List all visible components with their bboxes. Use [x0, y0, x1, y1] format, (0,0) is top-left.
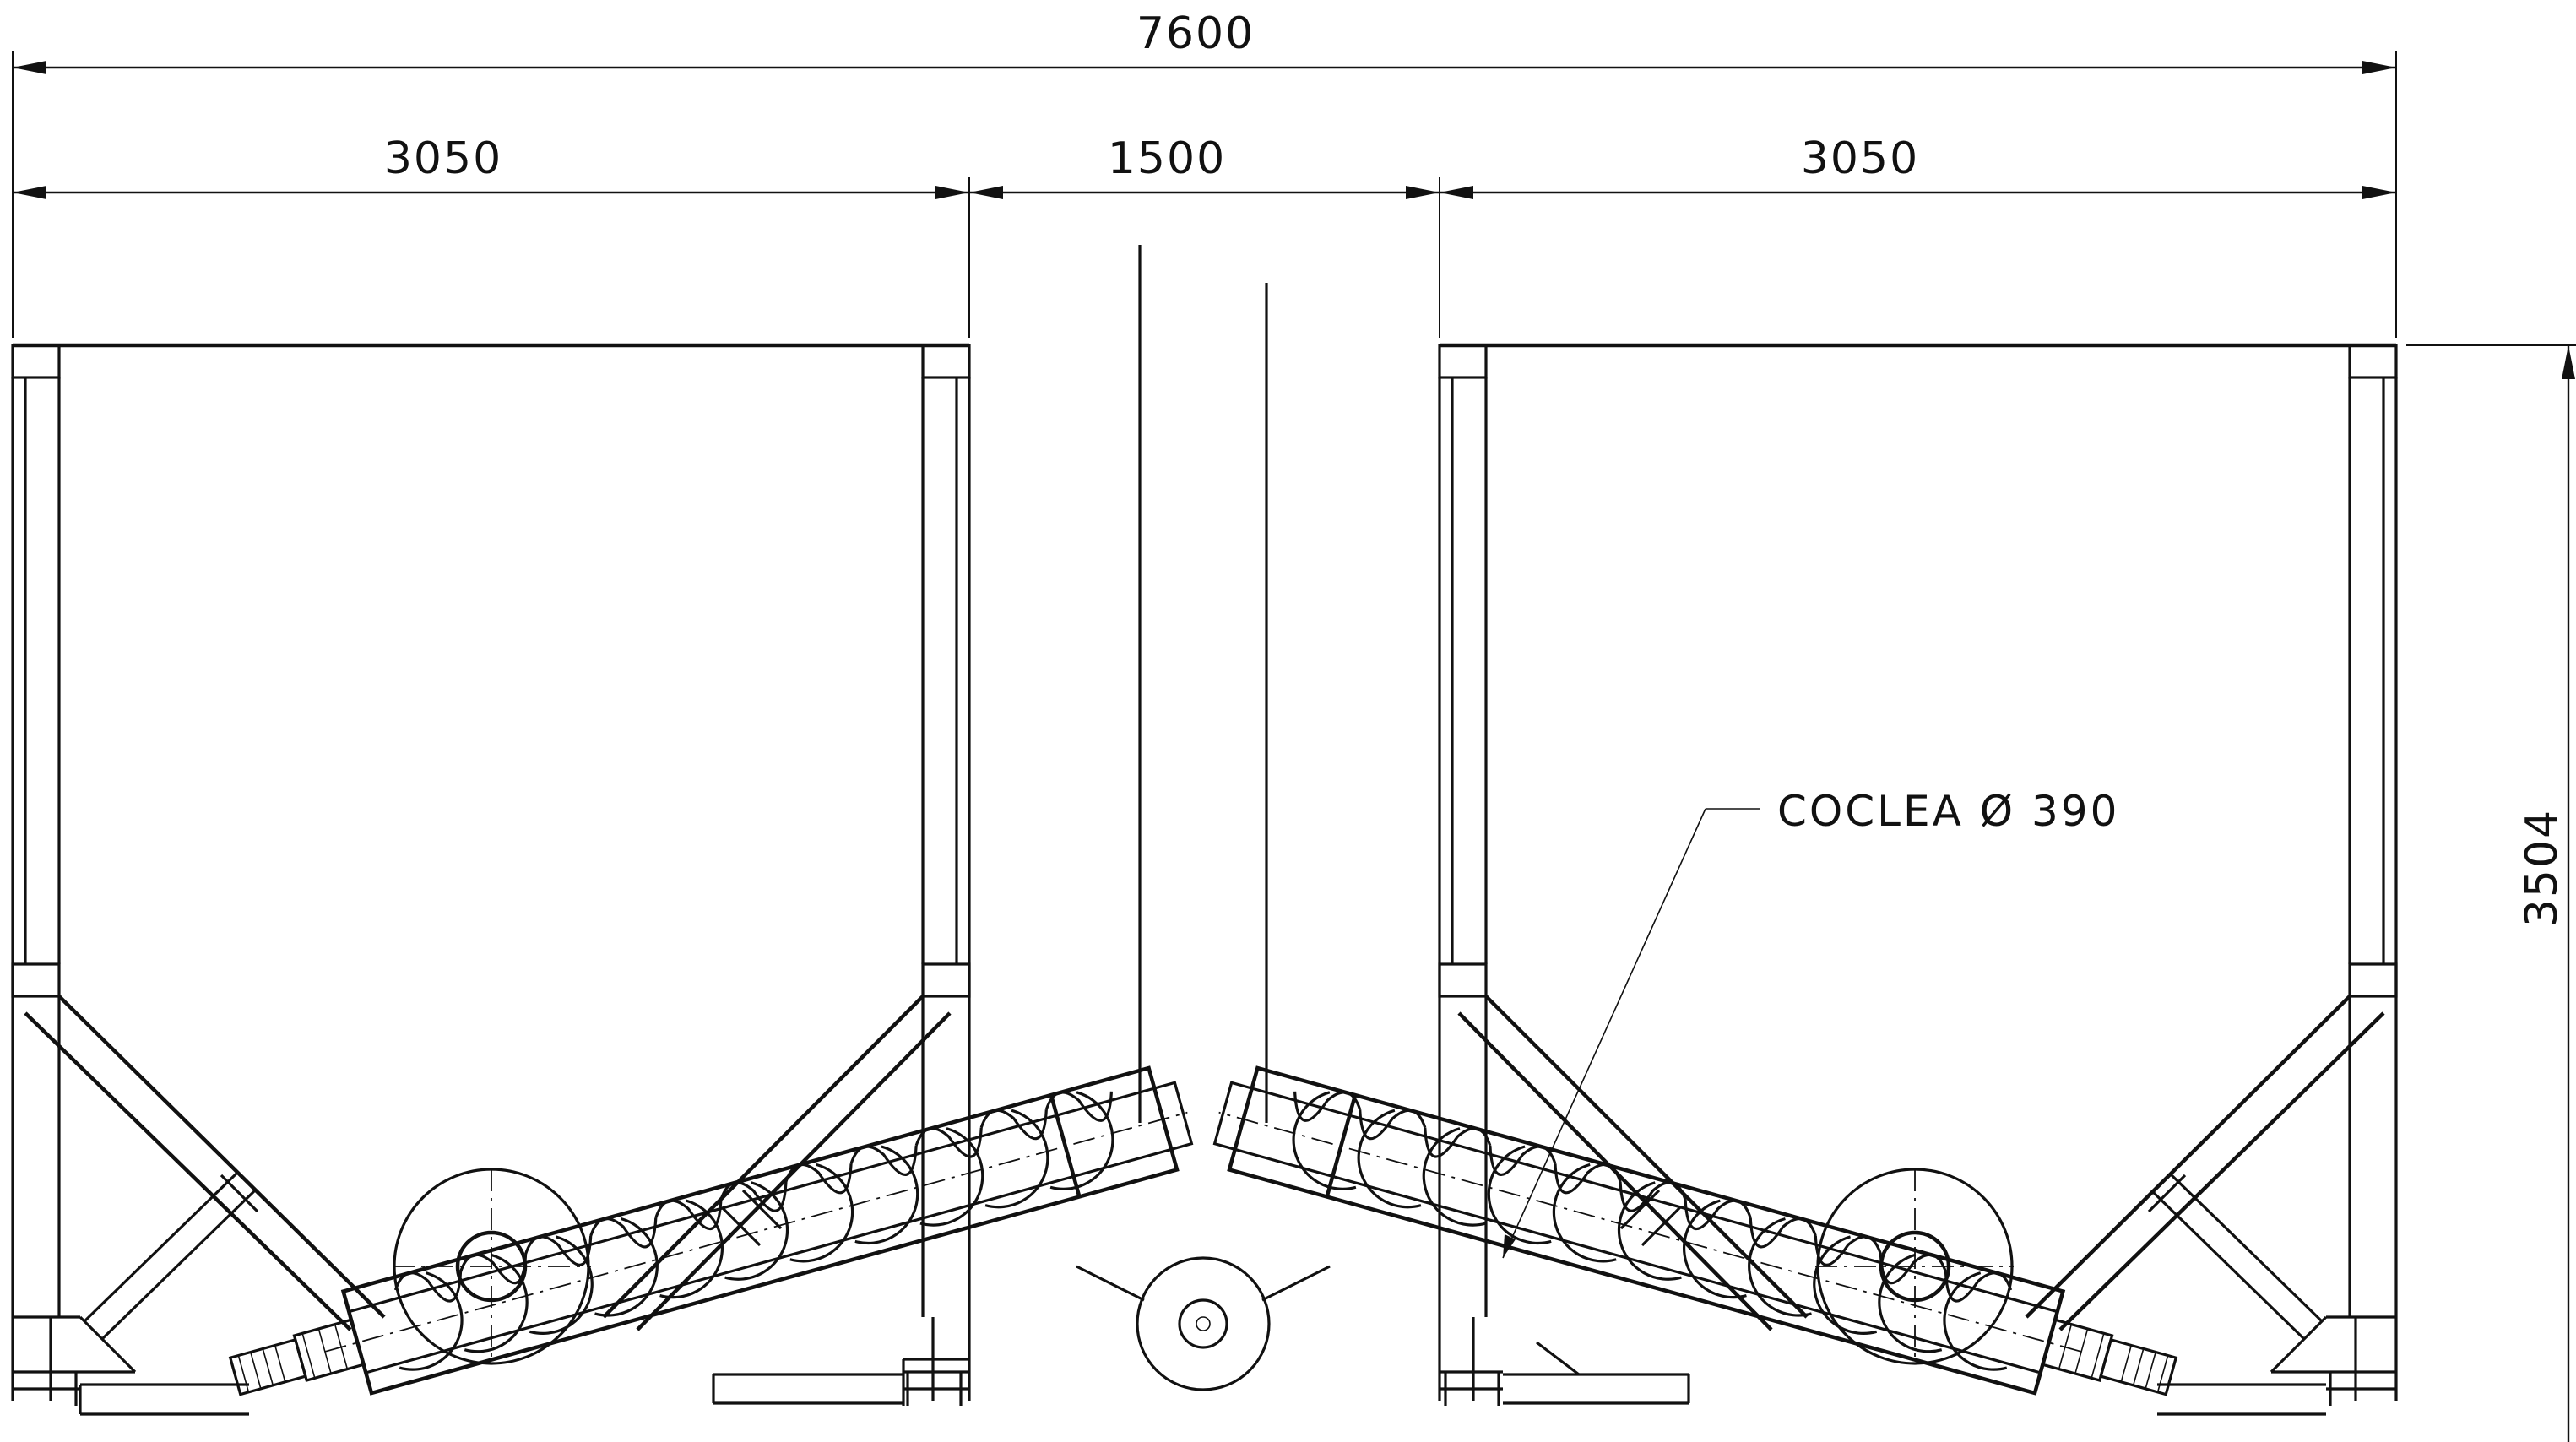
left-hopper — [11, 343, 971, 1416]
dim-gap-width: 1500 — [1108, 133, 1226, 184]
right-screw-conveyor — [1212, 1065, 2178, 1396]
screw-conveyor-label: COCLEA Ø 390 — [1777, 787, 2119, 836]
dim-right-hopper-width: 3050 — [1801, 133, 1919, 184]
right-hopper — [1438, 343, 2398, 1416]
callout-leader — [1502, 808, 1760, 1259]
dimension-lines — [12, 51, 2576, 1442]
left-screw-conveyor — [228, 1065, 1194, 1396]
dim-overall-width: 7600 — [1136, 8, 1255, 59]
dim-height: 3504 — [2517, 809, 2568, 927]
center-support — [1076, 245, 1331, 1391]
dim-left-hopper-width: 3050 — [384, 133, 502, 184]
